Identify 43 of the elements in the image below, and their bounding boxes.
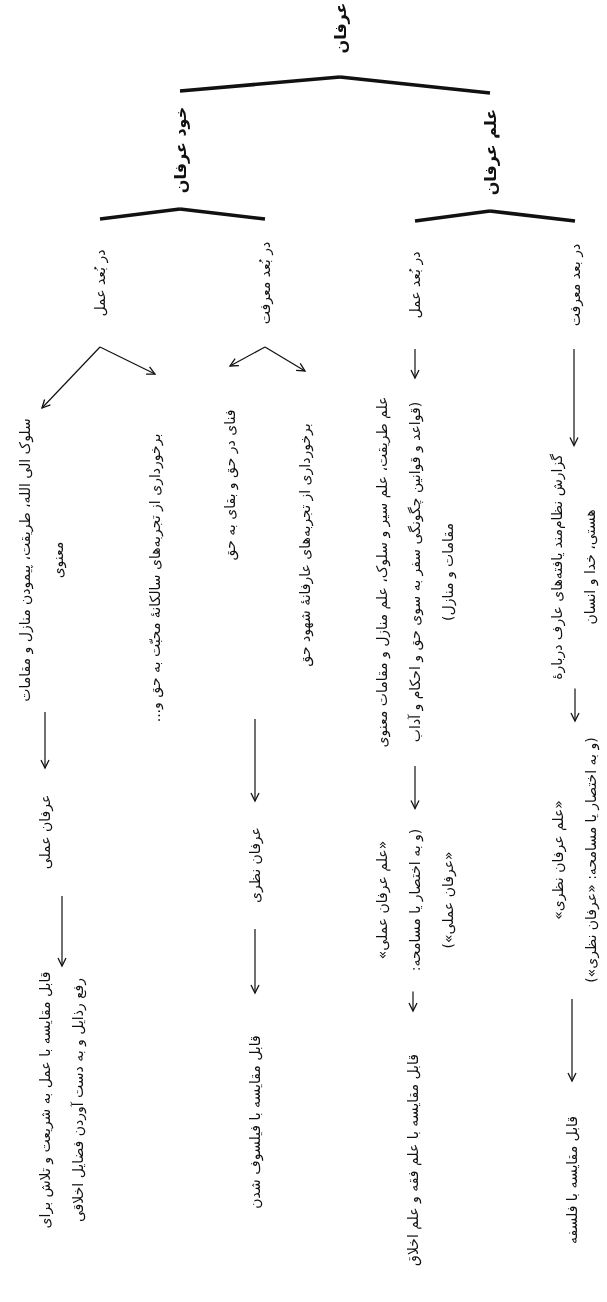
arrow: [569, 348, 579, 447]
node-text: برخورداری از تجربه‌های عارفانهٔ شهود حق: [295, 422, 315, 669]
arrow: [229, 346, 266, 367]
node-text: قابل مقایسه با فیلسوف شدن: [245, 1034, 264, 1211]
arrow: [250, 928, 260, 994]
node-text: سلوک الی الله، طریقت، پیمودن منازل و مقامات معنوی: [16, 417, 68, 704]
branch-line: [339, 75, 491, 95]
node-text: فنای در حق و بقای به حق: [220, 408, 240, 563]
heading-text: خود عرفان: [169, 105, 191, 196]
node-text: قابل مقایسه با فلسفه: [562, 1114, 581, 1247]
node-text: گزارش نظام‌مند یافته‌های عارف دربارهٔ هستی، خدا و انسان: [548, 453, 599, 682]
arrow: [408, 990, 418, 1012]
node-text: در بُعد معرفت: [255, 240, 274, 327]
node-text: (و به اختصار یا مسامحه: «عرفان نظری»): [582, 736, 601, 985]
arrow: [410, 348, 420, 379]
branch-line: [179, 207, 266, 221]
heading-text: عرفان: [329, 1, 351, 56]
arrow: [40, 711, 50, 769]
branch-line: [179, 75, 341, 93]
arrow: [567, 998, 577, 1082]
node-text: قابل مقایسه با عمل به شریعت و تلاش برای رفع رذایل و به دست آوردن فضایل اخلاقی: [36, 970, 88, 1230]
node-text: در بُعد عمل: [90, 248, 110, 319]
arrow: [41, 346, 101, 409]
node-text: در بعد معرفت: [565, 242, 584, 329]
heading-text: علم عرفان: [479, 107, 501, 198]
branch-line: [414, 209, 491, 223]
branch-line: [489, 209, 576, 223]
arrow: [250, 718, 260, 802]
node-text: عرفان نظری: [245, 826, 265, 905]
arrow: [99, 346, 156, 375]
branch-line: [99, 207, 181, 221]
node-text: قابل مقایسه با علم فقه و علم اخلاق: [403, 1053, 423, 1268]
arrow: [410, 765, 420, 810]
node-text: (و به اختصار یا مسامحه: «عرفان عملی»): [405, 827, 458, 974]
node-text: در بُعد عمل: [405, 250, 425, 321]
node-text: برخورداری از تجربه‌های سالکانهٔ محبّت به حق و...: [145, 432, 165, 725]
node-text: عرفان عملی: [35, 793, 54, 872]
arrow: [570, 687, 580, 722]
node-text: علم طریقت، علم سیر و سلوک، علم منازل و مقامات معنوی (قواعد و قوانین چگونگی سفر به سوی حق و احکام و آداب مقامات و منازل): [372, 395, 457, 750]
arrow: [57, 895, 67, 967]
arrow: [264, 346, 306, 372]
node-text: «علم عرفان نظری»: [549, 799, 568, 922]
node-text: «علم عرفان عملی»: [372, 839, 392, 962]
